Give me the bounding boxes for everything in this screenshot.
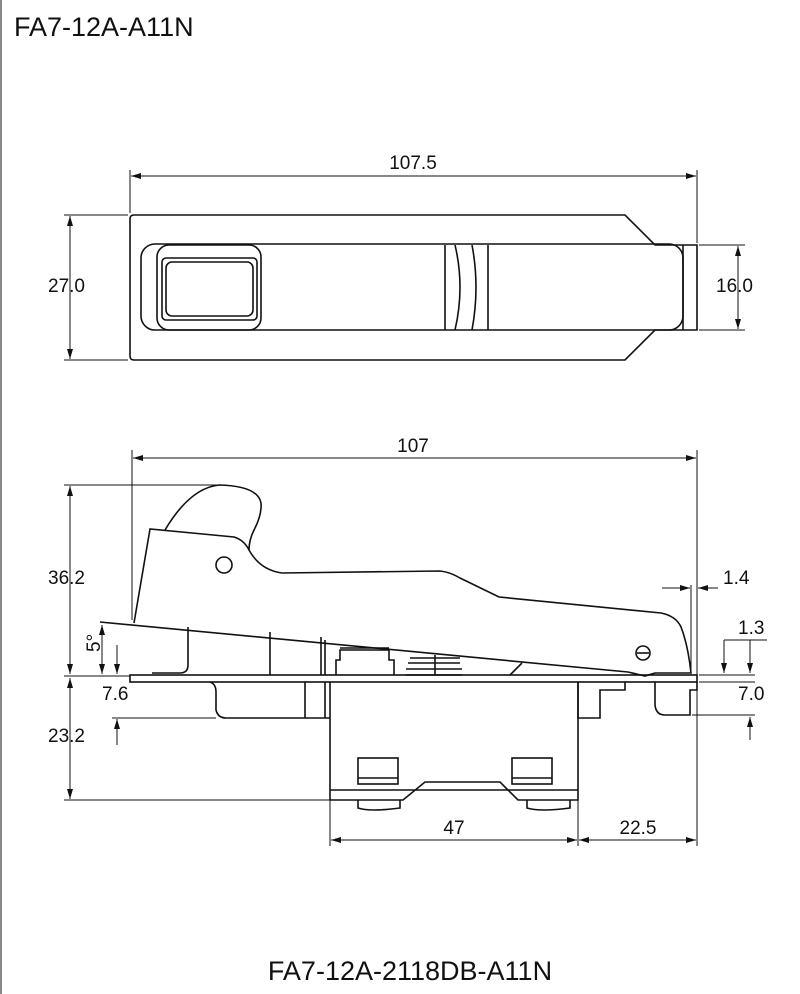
- pivot-hole: [215, 556, 233, 574]
- top-view: 107.5 27.0 16.0: [48, 153, 753, 361]
- side-view: 107 36.2 23.2 5° 7.6 1.4 1.3 7.0 47 22: [48, 436, 767, 846]
- dim-lever-gap: 1.4: [723, 568, 750, 589]
- dim-bracket-depth: 7.0: [738, 684, 764, 705]
- top-button: [161, 257, 258, 321]
- base-plate: [129, 674, 698, 683]
- bracket: [654, 682, 698, 716]
- top-slider-track: [140, 243, 684, 331]
- dim-width: 107.5: [389, 153, 437, 174]
- dim-length: 107: [397, 436, 429, 457]
- screw-hole: [635, 645, 651, 661]
- dim-height: 27.0: [48, 276, 85, 297]
- top-title: FA7-12A-A11N: [14, 12, 194, 42]
- dim-body-width: 47: [443, 818, 464, 839]
- dim-height-above: 36.2: [48, 568, 85, 589]
- contact-button: [335, 647, 395, 675]
- top-button-frame: [156, 244, 262, 331]
- trigger-lever: [133, 528, 692, 677]
- top-outer-body: [129, 214, 698, 361]
- dim-angle: 5°: [84, 634, 105, 652]
- terminal-left: [357, 757, 399, 785]
- spring: [406, 655, 462, 676]
- dim-plate-offset: 7.6: [102, 684, 128, 705]
- switch-body: [329, 682, 579, 801]
- trigger-nub: [164, 484, 262, 551]
- top-grip-ribs: [444, 244, 489, 331]
- dim-height-below: 23.2: [48, 726, 85, 747]
- terminal-right: [511, 757, 553, 785]
- dim-plate-thickness: 1.3: [738, 618, 764, 639]
- lever-base-slant: [99, 621, 629, 673]
- bottom-title: FA7-12A-2118DB-A11N: [268, 956, 552, 986]
- dim-tab-height: 16.0: [716, 276, 753, 297]
- lower-housing-left: [209, 681, 330, 719]
- dim-body-offset: 22.5: [620, 818, 657, 839]
